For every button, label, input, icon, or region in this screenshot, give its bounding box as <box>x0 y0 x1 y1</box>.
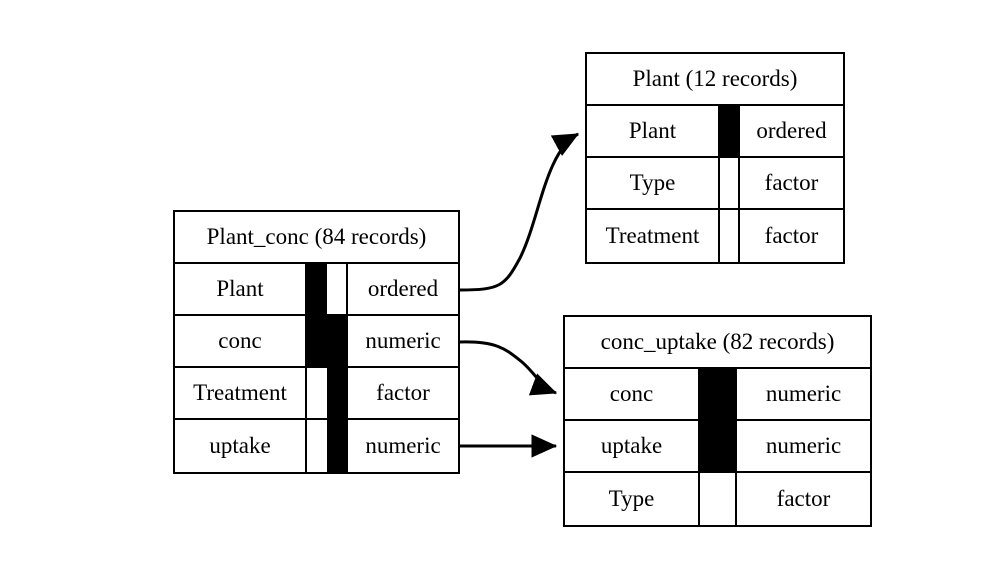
field-name: Plant <box>216 276 264 301</box>
table-row[interactable]: conc numeric <box>175 316 458 368</box>
connector-conc-link <box>459 340 558 396</box>
field-name: Type <box>608 486 655 511</box>
key-marker-right <box>327 368 348 418</box>
field-name: Plant <box>628 118 677 143</box>
field-type: factor <box>764 170 819 195</box>
key-marker-band <box>305 368 348 418</box>
key-marker-band <box>305 420 348 472</box>
key-marker-left <box>305 420 327 472</box>
table-row[interactable]: Plant ordered <box>587 106 843 158</box>
key-marker-band <box>718 106 740 156</box>
table-row[interactable]: Treatment factor <box>587 210 843 262</box>
field-name: uptake <box>600 433 663 458</box>
key-marker <box>698 369 737 419</box>
field-name: conc <box>218 328 262 353</box>
table-row[interactable]: uptake numeric <box>175 420 458 472</box>
key-marker-band <box>305 264 348 314</box>
key-marker-band <box>698 421 737 471</box>
field-type: numeric <box>365 328 441 353</box>
field-type: factor <box>376 380 430 405</box>
field-name: conc <box>609 381 654 406</box>
table-conc-uptake-title: conc_uptake (82 records) <box>565 317 870 369</box>
field-name: Treatment <box>193 380 287 405</box>
table-row[interactable]: uptake numeric <box>565 421 870 473</box>
key-marker-band <box>718 158 740 208</box>
key-marker-band <box>698 473 737 525</box>
table-row[interactable]: Type factor <box>587 158 843 210</box>
key-marker <box>718 210 740 262</box>
key-marker-left <box>305 264 327 314</box>
key-marker <box>698 421 737 471</box>
connector-plant-link <box>459 132 580 292</box>
key-marker <box>718 106 740 156</box>
key-marker-band <box>698 369 737 419</box>
table-plant-title: Plant (12 records) <box>587 54 843 106</box>
table-conc-uptake[interactable]: conc_uptake (82 records) conc numeric up… <box>563 315 872 527</box>
table-plant[interactable]: Plant (12 records) Plant ordered Type fa… <box>585 52 845 264</box>
field-type: numeric <box>765 381 842 406</box>
field-type: numeric <box>765 433 842 458</box>
key-marker <box>698 473 737 525</box>
key-marker-right <box>327 264 348 314</box>
table-row[interactable]: Plant ordered <box>175 264 458 316</box>
field-type: factor <box>764 223 819 248</box>
key-marker-band <box>718 210 740 262</box>
field-name: Type <box>629 170 676 195</box>
table-plant-conc-title: Plant_conc (84 records) <box>175 212 458 264</box>
table-row[interactable]: Treatment factor <box>175 368 458 420</box>
field-type: numeric <box>365 433 441 458</box>
field-name: Treatment <box>605 223 700 248</box>
key-marker-right <box>327 420 348 472</box>
key-marker-left <box>305 368 327 418</box>
field-name: uptake <box>209 433 271 458</box>
key-marker-band <box>305 316 348 366</box>
key-marker-right <box>327 316 348 366</box>
key-marker <box>718 158 740 208</box>
key-marker-left <box>305 316 327 366</box>
field-type: factor <box>776 486 831 511</box>
table-row[interactable]: Type factor <box>565 473 870 525</box>
table-plant-conc[interactable]: Plant_conc (84 records) Plant ordered co… <box>173 210 460 474</box>
field-type: ordered <box>756 118 827 143</box>
table-row[interactable]: conc numeric <box>565 369 870 421</box>
field-type: ordered <box>367 276 439 301</box>
